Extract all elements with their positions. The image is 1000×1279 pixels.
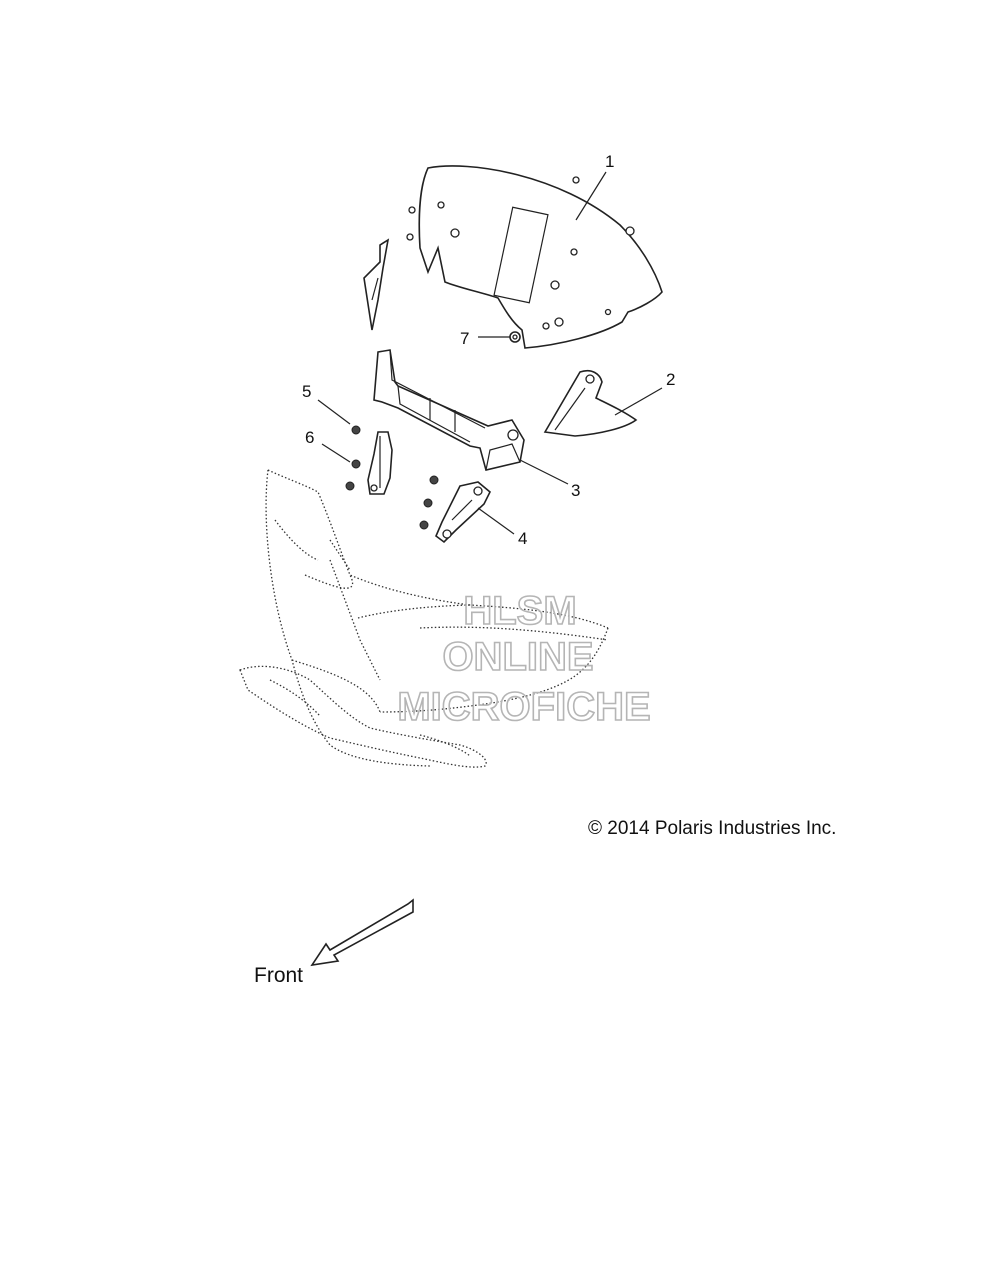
svg-text:3: 3	[571, 481, 580, 500]
callout-3: 3	[519, 459, 580, 500]
right-trim-piece	[543, 369, 638, 437]
callout-4: 4	[477, 507, 527, 548]
copyright-text: © 2014 Polaris Industries Inc.	[588, 818, 837, 839]
mount-bracket-part	[373, 349, 525, 471]
callout-2: 2	[614, 370, 675, 416]
watermark: HLSM ONLINE MICROFICHE	[397, 588, 652, 730]
front-label: Front	[254, 964, 304, 987]
callout-6: 6	[305, 428, 351, 463]
bracket-part-right	[435, 481, 491, 544]
svg-text:2: 2	[666, 370, 675, 389]
svg-text:ONLINE: ONLINE	[442, 635, 593, 679]
svg-text:MICROFICHE: MICROFICHE	[397, 685, 650, 729]
callout-1: 1	[575, 152, 614, 221]
callout-7: 7	[460, 329, 510, 348]
svg-text:7: 7	[460, 329, 469, 348]
hardware-nuts	[345, 425, 439, 530]
svg-text:5: 5	[302, 382, 311, 401]
svg-text:HLSM: HLSM	[463, 589, 576, 633]
hood-reference	[239, 469, 609, 768]
svg-text:1: 1	[605, 152, 614, 171]
windshield-part	[406, 165, 663, 349]
svg-text:6: 6	[305, 428, 314, 447]
grommet-part	[509, 331, 521, 343]
left-trim-piece	[363, 238, 390, 331]
bracket-part-left	[367, 431, 393, 495]
callout-5: 5	[302, 382, 351, 425]
front-arrow-icon	[310, 898, 414, 967]
svg-text:4: 4	[518, 529, 527, 548]
